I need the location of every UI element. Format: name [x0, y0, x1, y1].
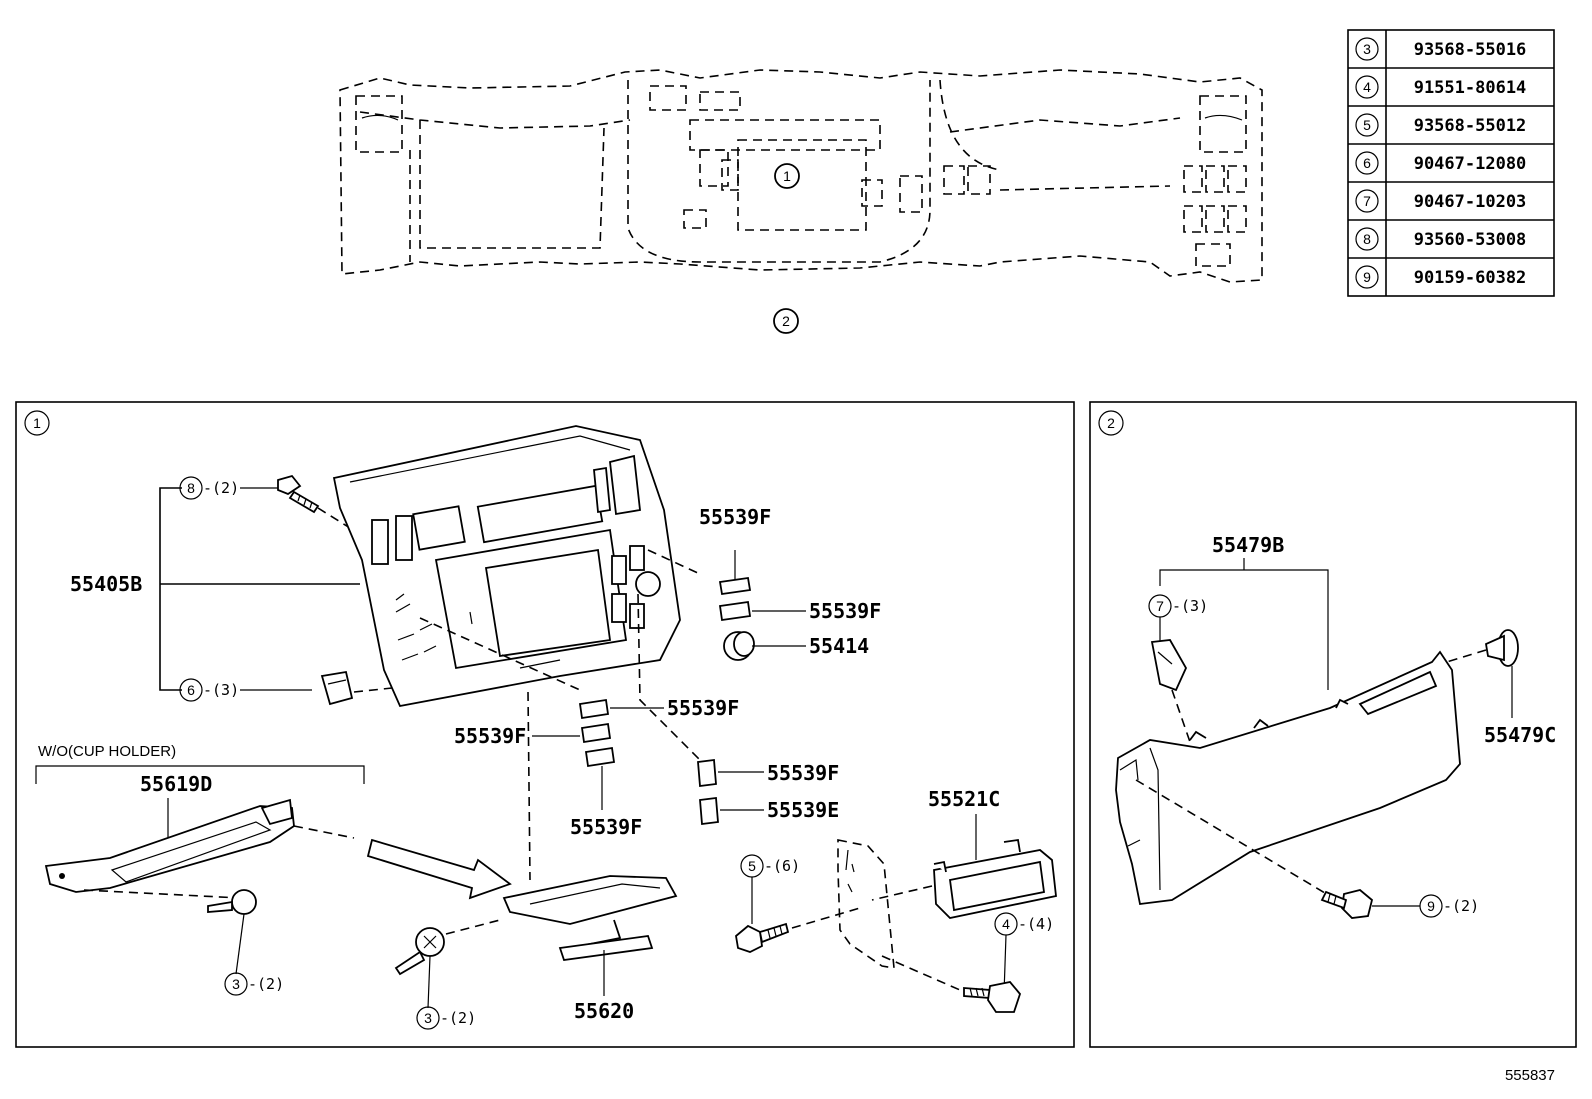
bolt-icon: [963, 981, 1022, 1013]
holder-55620: [502, 875, 678, 961]
callout-ref: 7: [1156, 598, 1164, 614]
note-without-cup-holder: W/O(CUP HOLDER): [38, 743, 176, 760]
label-55539F: 55539F: [667, 696, 739, 720]
detail-panel-2: 2 55479B 7 -(3) 55479C: [1089, 401, 1577, 1048]
label-55539F: 55539F: [767, 761, 839, 785]
overview-ref-1: 1: [783, 168, 791, 184]
callout-qty: -(4): [1018, 915, 1054, 933]
table-ref: 4: [1363, 79, 1371, 95]
table-ref: 5: [1363, 117, 1371, 133]
table-ref: 3: [1363, 41, 1371, 57]
table-row: 9 90159-60382: [1355, 265, 1527, 289]
clip-icon: [1484, 629, 1519, 667]
cover-plate-55619D: [44, 798, 295, 893]
center-panel: [737, 139, 867, 231]
table-part-number: 90159-60382: [1414, 268, 1527, 288]
label-55539F: 55539F: [809, 599, 881, 623]
label-55479B: 55479B: [1212, 533, 1284, 557]
table-row: 3 93568-55016: [1355, 37, 1527, 61]
mounting-bracket: [837, 839, 895, 969]
label-55405B: 55405B: [70, 572, 142, 596]
callout-ref: 5: [748, 858, 756, 874]
knee-panel-55479B: [1115, 650, 1461, 905]
detail-panel-1: 1 55405B 8 -(2) 6 -(3): [15, 401, 1075, 1048]
callout-qty: -(3): [1172, 597, 1208, 615]
label-55539F: 55539F: [570, 815, 642, 839]
callout-qty: -(6): [764, 857, 800, 875]
callout-ref: 6: [187, 682, 195, 698]
screw-icon: [394, 927, 445, 976]
callout-ref: 3: [424, 1010, 432, 1026]
callout-qty: -(2): [203, 479, 239, 497]
callout-qty: -(2): [248, 975, 284, 993]
table-row: 5 93568-55012: [1355, 113, 1527, 137]
dashboard-overview: 1 2: [339, 69, 1263, 334]
switch-blank-icon: [580, 722, 612, 744]
center-cluster-panel: [332, 425, 681, 708]
table-ref: 9: [1363, 269, 1371, 285]
callout-ref: 3: [232, 976, 240, 992]
panel-ref: 1: [33, 415, 41, 431]
table-part-number: 93568-55012: [1414, 116, 1527, 136]
bolt-icon: [735, 922, 790, 953]
switch-blank-icon: [718, 576, 752, 596]
knob-icon: [723, 631, 755, 661]
bolt-icon: [277, 474, 320, 514]
bolt-icon: [1320, 889, 1374, 919]
label-55479C: 55479C: [1484, 723, 1556, 747]
table-part-number: 90467-12080: [1414, 154, 1527, 174]
label-55539E: 55539E: [767, 798, 839, 822]
label-55414: 55414: [809, 634, 869, 658]
overview-ref-2: 2: [782, 313, 790, 329]
table-row: 6 90467-12080: [1355, 151, 1527, 175]
parts-table: 3 93568-55016 4 91551-80614 5 93568-5501…: [1347, 29, 1555, 297]
panel-border: [1089, 401, 1577, 1048]
callout-circle: [773, 308, 799, 334]
callout-ref: 8: [187, 480, 195, 496]
label-55539F: 55539F: [454, 724, 526, 748]
switch-blank-icon: [718, 600, 752, 622]
callout-qty: -(2): [1443, 897, 1479, 915]
table-part-number: 93560-53008: [1414, 230, 1527, 250]
clip-icon: [1150, 639, 1188, 692]
switch-blank-icon: [584, 746, 616, 768]
label-55539F: 55539F: [699, 505, 771, 529]
table-ref: 6: [1363, 155, 1371, 171]
table-row: 7 90467-10203: [1355, 189, 1527, 213]
diagram-id: 555837: [1505, 1067, 1555, 1084]
callout-ref: 9: [1427, 898, 1435, 914]
pocket-55521C: [933, 838, 1057, 919]
callout-qty: -(2): [440, 1009, 476, 1027]
clip-icon: [320, 670, 354, 706]
switch-blank-icon: [578, 698, 610, 720]
label-55619D: 55619D: [140, 772, 212, 796]
panel-border: [15, 401, 1075, 1048]
table-part-number: 91551-80614: [1414, 78, 1527, 98]
table-ref: 7: [1363, 193, 1371, 209]
callout-qty: -(3): [203, 681, 239, 699]
table-part-number: 93568-55016: [1414, 40, 1527, 60]
switch-blank-icon: [699, 796, 719, 826]
label-55521C: 55521C: [928, 787, 1000, 811]
table-ref: 8: [1363, 231, 1371, 247]
table-row: 4 91551-80614: [1355, 75, 1527, 99]
table-row: 8 93560-53008: [1355, 227, 1527, 251]
screw-icon: [207, 889, 257, 915]
switch-blank-icon: [697, 758, 717, 788]
callout-circle: [774, 163, 800, 189]
table-part-number: 90467-10203: [1414, 192, 1527, 212]
arrow-icon: [366, 838, 512, 900]
label-55620: 55620: [574, 999, 634, 1023]
callout-ref: 4: [1002, 916, 1010, 932]
panel-ref: 2: [1107, 415, 1115, 431]
